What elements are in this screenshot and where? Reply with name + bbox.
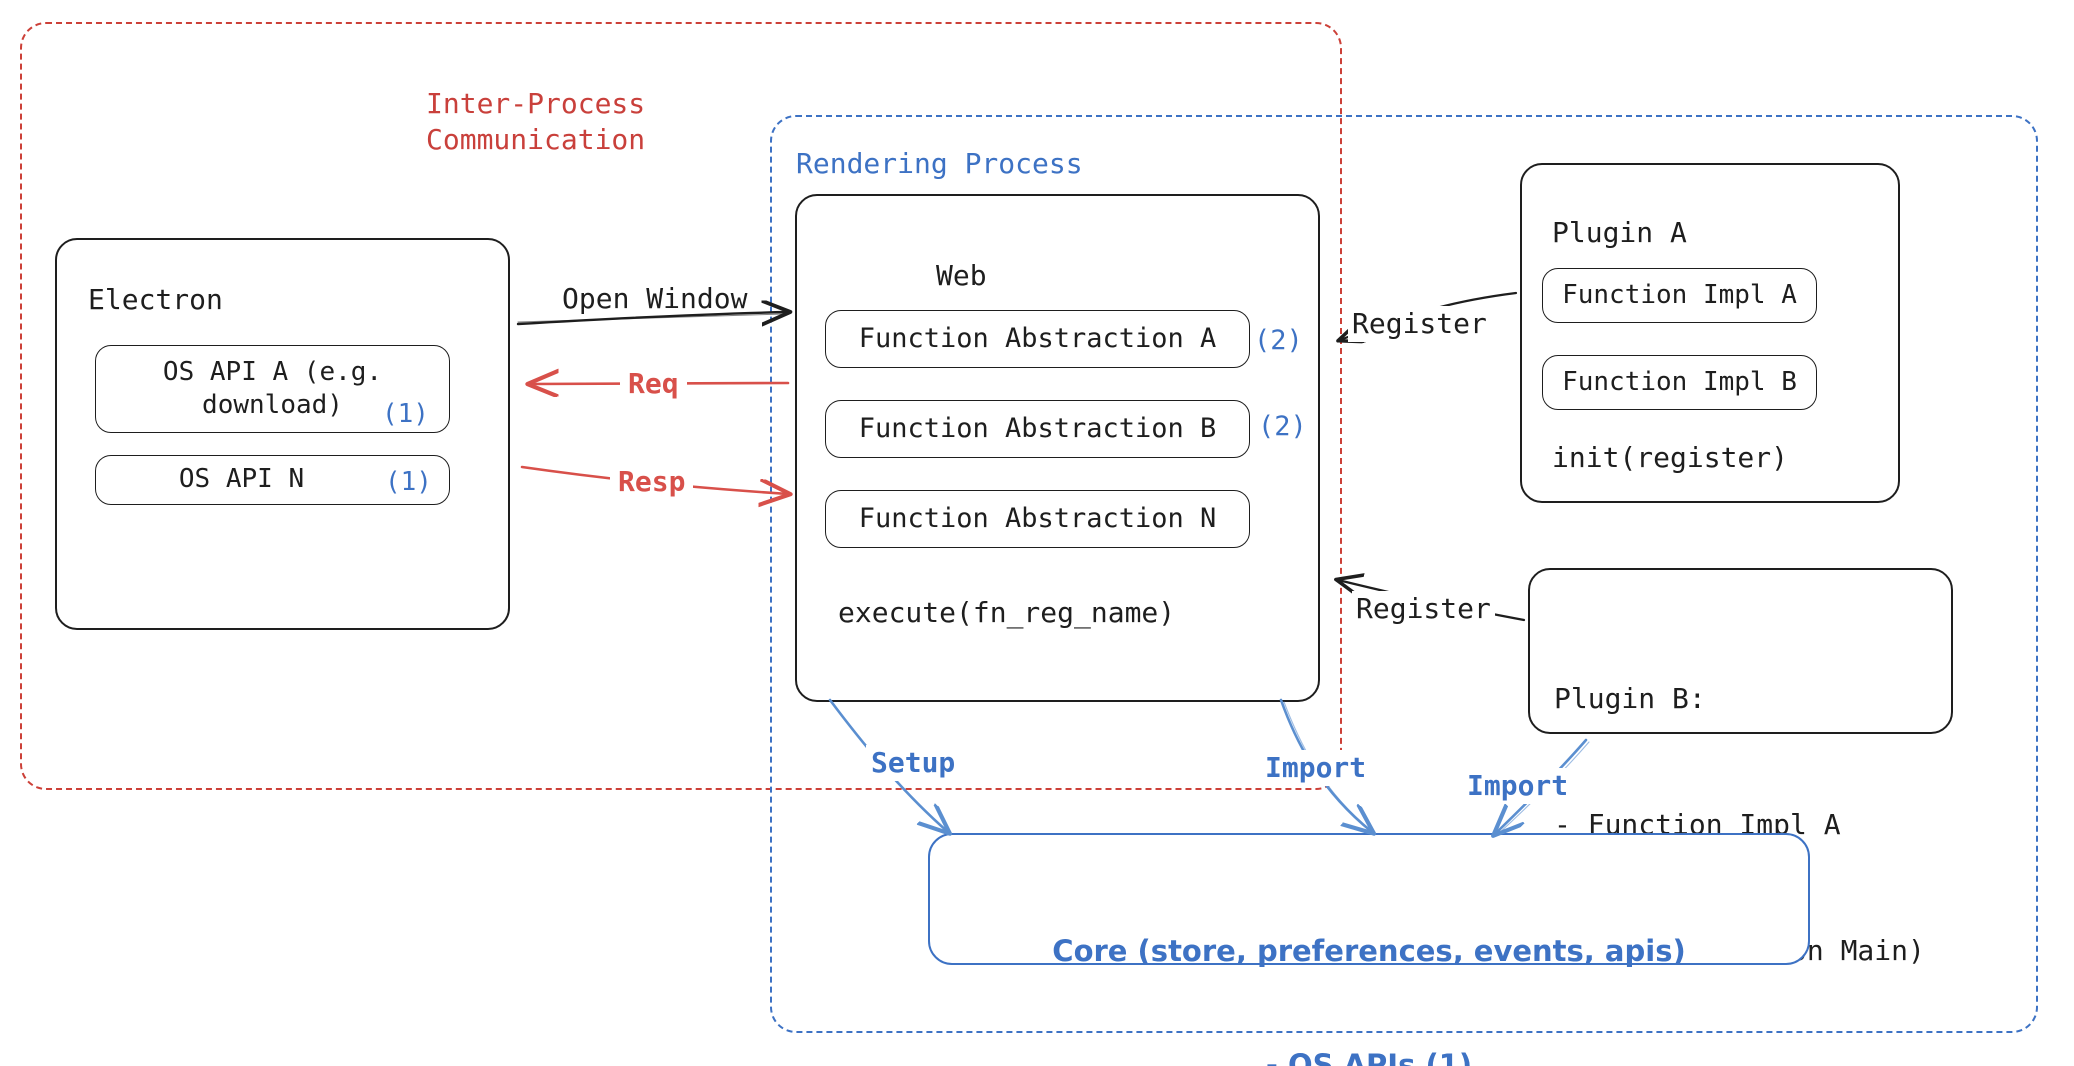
web-item-function-abstraction-b[interactable]: Function Abstraction B (825, 400, 1250, 458)
arrow-label-req: Req (620, 366, 687, 403)
container-label-rendering-process: Rendering Process (796, 147, 1083, 180)
core-line-os-apis: - OS APIs (1) (1265, 1048, 1473, 1066)
container-rendering-process (770, 115, 2038, 1033)
arrow-label-import-plugin-b: Import (1462, 768, 1574, 805)
arrow-label-open-window: Open Window (562, 282, 748, 315)
electron-item-os-api-a[interactable]: OS API A (e.g. download) (95, 345, 450, 433)
electron-item-os-api-n[interactable]: OS API N (95, 455, 450, 505)
arrow-label-setup: Setup (866, 745, 961, 782)
arrow-label-resp: Resp (610, 464, 694, 501)
plugin-a-item-function-impl-b[interactable]: Function Impl B (1542, 355, 1817, 410)
plugin-a-item-function-impl-a-label: Function Impl A (1562, 279, 1797, 310)
electron-item-os-api-a-label: OS API A (e.g. download) (162, 356, 383, 420)
plugin-b-line-title: Plugin B: (1554, 682, 1706, 715)
arrow-label-register-plugin-a: Register (1348, 306, 1491, 343)
electron-item-os-api-n-badge: (1) (385, 467, 432, 497)
core-line-main: Core (store, preferences, events, apis) (1052, 933, 1686, 968)
arrow-label-import-web: Import (1260, 750, 1372, 787)
electron-box (55, 238, 510, 630)
arrow-label-register-plugin-b: Register (1352, 591, 1495, 628)
electron-item-os-api-n-label: OS API N (178, 464, 305, 495)
container-inter-process-communication (20, 22, 1342, 790)
plugin-a-item-function-impl-b-label: Function Impl B (1562, 366, 1797, 397)
electron-item-os-api-a-badge: (1) (382, 399, 429, 429)
web-item-function-abstraction-n[interactable]: Function Abstraction N (825, 490, 1250, 548)
plugin-a-item-function-impl-a[interactable]: Function Impl A (1542, 268, 1817, 323)
web-item-function-abstraction-b-label: Function Abstraction B (858, 412, 1217, 444)
web-footer-execute: execute(fn_reg_name) (838, 596, 1176, 629)
plugin-a-box (1520, 163, 1900, 503)
web-item-function-abstraction-n-label: Function Abstraction N (858, 502, 1217, 534)
web-item-function-abstraction-a-label: Function Abstraction A (858, 322, 1217, 354)
core-box (928, 833, 1810, 965)
electron-title: Electron (88, 283, 223, 316)
web-item-function-abstraction-a[interactable]: Function Abstraction A (825, 310, 1250, 368)
web-title: Web (936, 259, 987, 292)
web-item-function-abstraction-b-badge: (2) (1258, 411, 1307, 442)
plugin-b-box (1528, 568, 1953, 734)
container-label-inter-process-communication: Inter-Process Communication (426, 87, 646, 156)
plugin-a-title: Plugin A (1552, 216, 1687, 249)
web-item-function-abstraction-a-badge: (2) (1254, 325, 1303, 356)
plugin-a-footer-init: init(register) (1552, 441, 1789, 474)
core-lines: Core (store, preferences, events, apis) … (928, 855, 1810, 1066)
